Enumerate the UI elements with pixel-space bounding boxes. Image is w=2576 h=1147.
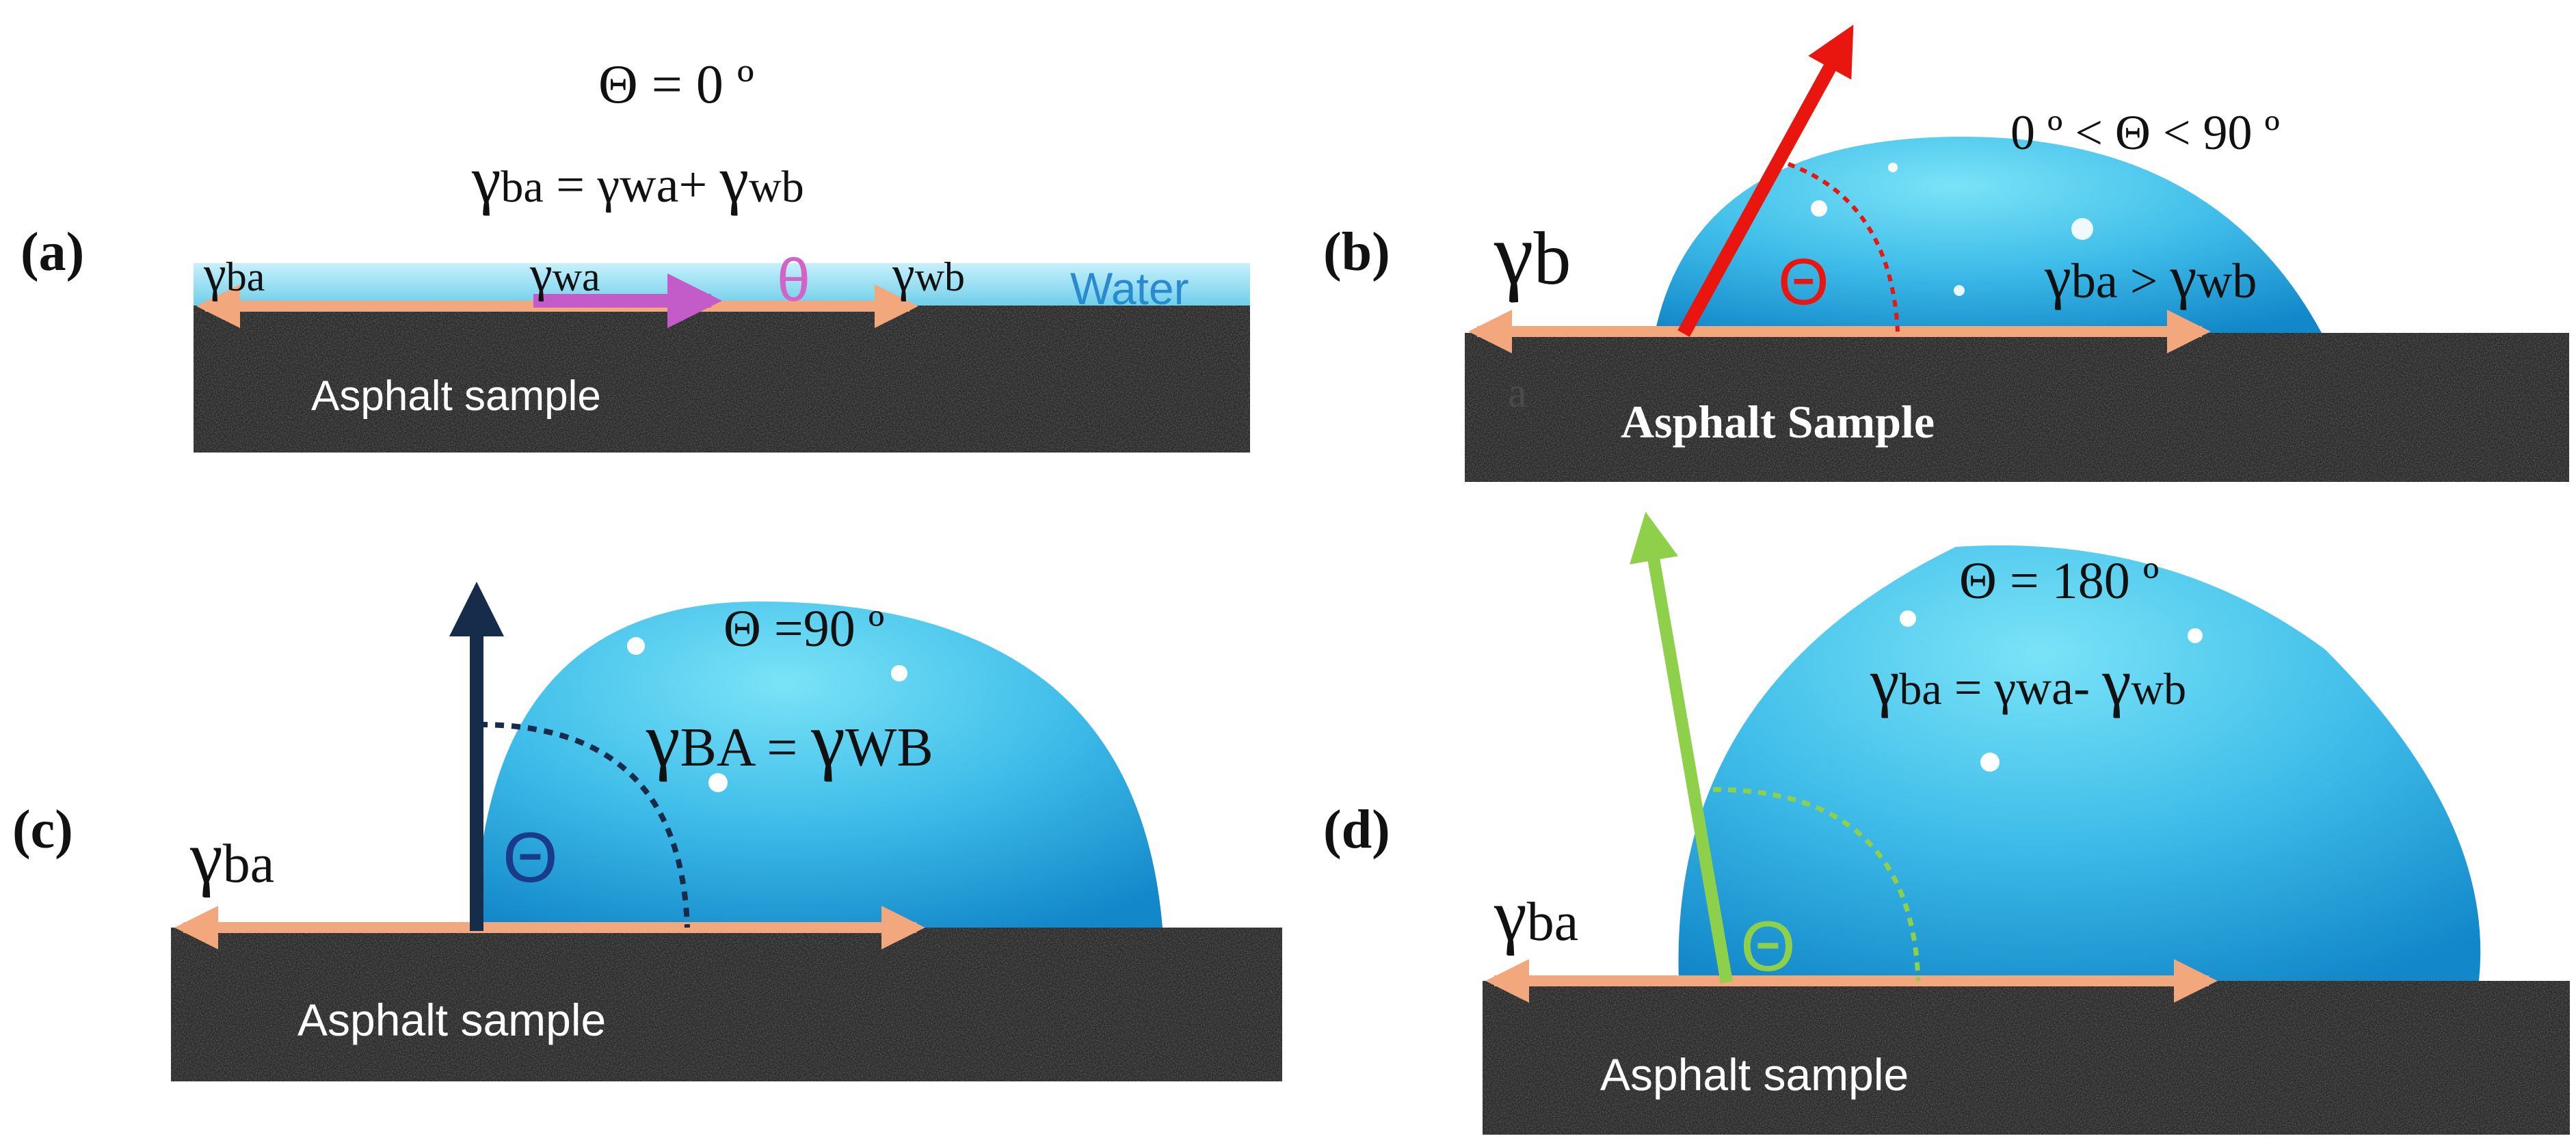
gamma-ba-sym-a: γ [203,246,226,302]
droplet-d-highlight-1 [1900,610,1916,627]
gamma-b-label: γb [1493,205,1571,303]
eq-c-rhs: γ [810,698,845,783]
gamma-b-sym: γ [1493,205,1533,303]
gamma-ba-label-d: γba [1493,875,1578,956]
relation-b-rhs-sub: wb [2196,254,2257,308]
angle-arc-b [1787,162,1900,332]
droplet-b-highlight-1 [1811,200,1827,217]
asphalt-grain-a [194,306,1250,453]
eq-c-op: = [753,718,811,778]
relation-b-lhs: γ [2044,245,2071,311]
theta-label-b: Θ [1778,245,1829,319]
droplet-c-highlight-2 [891,665,907,682]
droplet-c-highlight-3 [708,773,728,792]
gamma-wa-sym: γ [529,246,553,302]
equation-c: γBA = γWB [646,698,933,783]
gamma-wb-label-a: γwb [892,246,965,302]
gamma-ba-sub-a: ba [226,254,265,299]
droplet-b-highlight-2 [1888,163,1898,172]
asphalt-grain-d [1483,981,2570,1135]
contact-arrow-d [1630,511,1733,984]
gamma-wa-sub: wa [553,254,600,299]
panel-a-angle-text: Θ = 0 º [598,55,754,115]
gamma-b-sub: b [1533,217,1571,300]
eq-a-sub-1: ba [501,162,543,212]
eq-d-term-1: γwa- [1993,660,2102,715]
relation-b-op: > [2118,254,2170,308]
panel-d-label: (d) [1323,800,1390,860]
eq-a-sub-2: wb [749,162,804,212]
eq-d-sub-2: wb [2132,664,2187,714]
eq-c-lhs: γ [646,698,680,783]
gamma-wb-sub-a: wb [915,254,965,299]
equation-d: γba = γwa- γwb [1870,645,2186,718]
panel-a-label: (a) [21,222,84,282]
panel-a-equation: γba = γwa+ γwb [471,143,804,216]
sample-label-d: Asphalt sample [1600,1049,1909,1100]
panel-c-angle-text: Θ =90 º [723,600,884,658]
droplet-d-highlight-3 [1980,753,2000,772]
droplet-c-highlight-1 [627,637,645,655]
gamma-wa-label: γwa [529,246,600,302]
panel-d: (d) Θ = 180 º γba = γwa- γwb Θ γba Aspha… [1323,511,2570,1135]
eq-a-mid: = [544,157,598,213]
droplet-d [1678,545,2481,981]
eq-a-term-1: γwa+ [596,157,719,213]
eq-d-lhs: γ [1870,645,1899,718]
asphalt-grain-c [171,928,1282,1081]
gamma-ba-sym-d: γ [1493,875,1527,956]
panel-b-label: (b) [1323,222,1390,282]
panel-a: (a) Θ = 0 º γba = γwa+ γwb Water γba γwa… [21,55,1250,453]
droplet-b [1655,137,2322,333]
gamma-ba-label-c: γba [189,817,274,898]
droplet-b-highlight-4 [1954,285,1965,296]
eq-c-rhs-sub: WB [845,718,933,778]
panel-c: (c) Θ =90 º γBA = γWB Θ γba Asphalt samp… [12,582,1282,1081]
panel-d-angle-text: Θ = 180 º [1959,552,2159,610]
gamma-ba-label-a: γba [203,246,265,302]
gamma-wb-sym-a: γ [892,246,915,302]
sample-label-a: Asphalt sample [311,373,601,420]
gamma-ba-sub-d: ba [1527,892,1579,952]
relation-b: γba > γwb [2044,245,2257,311]
eq-d-gamma-2: γ [2101,645,2131,718]
droplet-c [475,602,1163,928]
eq-c-lhs-sub: BA [680,718,756,778]
gamma-ba-sym-c: γ [189,817,223,898]
droplet-d-highlight-2 [2188,628,2203,643]
stray-letter-b: a [1508,370,1527,416]
eq-d-op: = [1942,660,1995,715]
eq-a-gamma-1: γ [471,143,501,216]
relation-b-rhs: γ [2169,245,2196,311]
panel-b-angle-text: 0 º < Θ < 90 º [2010,105,2280,160]
contact-arrow-b [1677,25,1854,337]
eq-d-lhs-sub: ba [1899,664,1941,714]
panel-c-label: (c) [12,800,73,860]
theta-label-a: θ [777,246,810,314]
relation-b-lhs-sub: ba [2071,254,2118,308]
sample-label-b: Asphalt Sample [1621,396,1935,448]
theta-label-d: Θ [1740,907,1796,986]
angle-arc-c [478,722,690,928]
droplet-b-highlight-3 [2071,218,2093,240]
asphalt-grain-b [1465,333,2569,482]
theta-label-c: Θ [503,818,558,898]
sample-label-c: Asphalt sample [297,995,606,1045]
gamma-ba-sub-c: ba [223,834,275,894]
angle-arc-d [1712,787,1921,982]
panel-b: (b) 0 º < Θ < 90 º Θ γb a γba > γwb Asph… [1323,25,2569,482]
water-label: Water [1070,263,1189,314]
eq-a-gamma-2: γ [719,143,749,216]
